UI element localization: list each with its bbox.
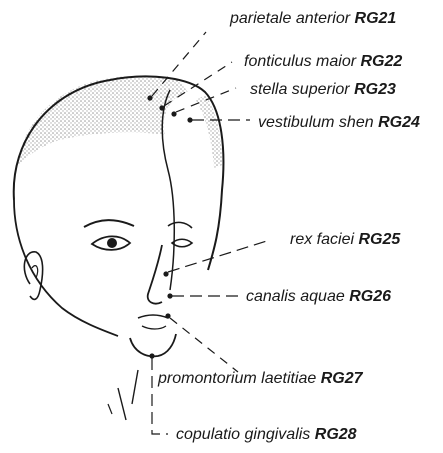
label-name: stella superior (250, 81, 350, 98)
lower-lip (142, 326, 166, 329)
label-code: RG22 (361, 53, 403, 70)
point-rg24 (187, 117, 192, 122)
label-rg26: canalis aquae RG26 (246, 288, 391, 306)
label-rg21: parietale anterior RG21 (230, 10, 396, 28)
side-shading (196, 95, 222, 168)
label-code: RG25 (358, 231, 400, 248)
label-name: fonticulus maior (244, 53, 356, 70)
neck-stroke-1 (118, 388, 126, 420)
label-rg25: rex faciei RG25 (290, 231, 400, 249)
eyebrow (84, 220, 134, 227)
label-rg28: copulatio gingivalis RG28 (176, 426, 357, 444)
point-rg26 (167, 293, 172, 298)
label-rg24: vestibulum shen RG24 (258, 114, 420, 132)
mouth (138, 315, 168, 318)
label-code: RG26 (349, 288, 391, 305)
point-rg21 (147, 95, 152, 100)
label-rg27: promontorium laetitiae RG27 (158, 370, 363, 388)
nose (148, 245, 162, 304)
point-rg22 (159, 105, 164, 110)
label-code: RG28 (315, 426, 357, 443)
label-name: copulatio gingivalis (176, 426, 310, 443)
point-rg25 (163, 271, 168, 276)
label-name: parietale anterior (230, 10, 350, 27)
point-rg27 (165, 313, 170, 318)
neck-stroke-2 (132, 370, 138, 404)
iris (107, 238, 117, 248)
leader-rg25 (168, 240, 270, 272)
label-name: promontorium laetitiae (158, 370, 316, 387)
neck-stroke-3 (108, 404, 112, 414)
label-code: RG27 (321, 370, 363, 387)
leader-rg27 (170, 318, 238, 372)
label-code: RG21 (355, 10, 397, 27)
eye-right (172, 239, 192, 247)
label-code: RG23 (354, 81, 396, 98)
point-rg28 (149, 353, 154, 358)
label-rg22: fonticulus maior RG22 (244, 53, 402, 71)
chin (130, 334, 176, 356)
label-name: vestibulum shen (258, 114, 374, 131)
point-rg23 (171, 111, 176, 116)
label-code: RG24 (378, 114, 420, 131)
label-rg23: stella superior RG23 (250, 81, 396, 99)
label-name: canalis aquae (246, 288, 345, 305)
label-name: rex faciei (290, 231, 354, 248)
eyebrow-right (168, 222, 192, 228)
